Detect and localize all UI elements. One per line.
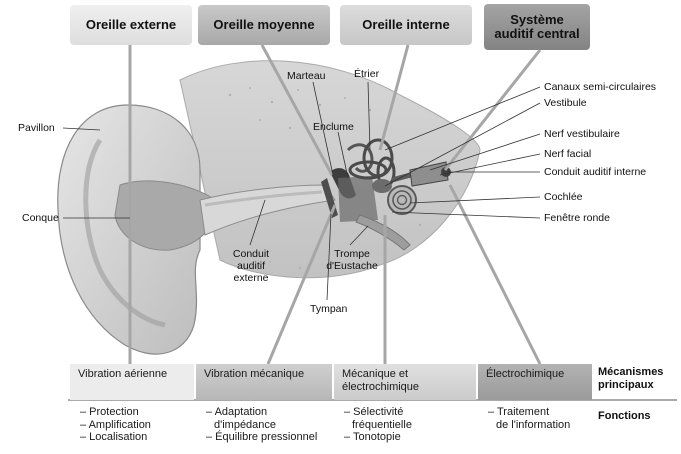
label-cochlee: Cochlée <box>544 191 583 203</box>
vestibule <box>372 179 392 193</box>
row-label-functions: Fonctions <box>598 410 651 423</box>
mechanism-middle-text: Vibration mécanique <box>204 368 332 381</box>
mechanism-central: Électrochimique <box>478 364 592 400</box>
row-label-mechanisms-line2: principaux <box>598 379 663 392</box>
label-fenetre-ronde: Fenêtre ronde <box>544 212 610 224</box>
label-pavillon: Pavillon <box>18 122 55 134</box>
label-conque: Conque <box>22 212 59 224</box>
functions-outer-ear: – Protection – Amplification – Localisat… <box>72 406 194 444</box>
label-trompe-line1: Trompe <box>324 248 380 260</box>
function-item: de l'information <box>488 419 594 432</box>
function-item: – Sélectivité <box>344 406 478 419</box>
label-canaux-semi-circulaires: Canaux semi-circulaires <box>544 81 656 93</box>
label-trompe-eustache: Trompe d'Eustache <box>324 248 380 272</box>
label-enclume: Enclume <box>313 121 354 133</box>
label-nerf-facial: Nerf facial <box>544 148 591 160</box>
label-conduit-externe-line3: externe <box>226 272 276 284</box>
row-label-mechanisms: Mécanismes principaux <box>598 366 663 392</box>
label-tympan: Tympan <box>310 303 347 315</box>
function-item: – Amplification <box>80 419 194 432</box>
function-item: – Adaptation <box>206 406 334 419</box>
label-conduit-auditif-interne: Conduit auditif interne <box>544 166 646 178</box>
label-vestibule: Vestibule <box>544 97 587 109</box>
mechanism-central-text: Électrochimique <box>486 368 592 381</box>
mechanism-inner-ear: Mécanique et électrochimique <box>334 364 476 400</box>
mechanism-inner-line1: Mécanique et <box>342 368 476 381</box>
label-marteau: Marteau <box>287 70 326 82</box>
label-etrier: Étrier <box>354 68 379 80</box>
function-item: – Protection <box>80 406 194 419</box>
function-item: – Localisation <box>80 431 194 444</box>
mechanism-inner-line2: électrochimique <box>342 381 476 394</box>
function-item: d'impédance <box>206 419 334 432</box>
functions-inner-ear: – Sélectivité fréquentielle – Tonotopie <box>336 406 478 444</box>
functions-middle-ear: – Adaptation d'impédance – Équilibre pre… <box>198 406 334 444</box>
function-item: – Équilibre pressionnel <box>206 431 334 444</box>
label-nerf-vestibulaire: Nerf vestibulaire <box>544 128 620 140</box>
cochlea <box>388 186 416 214</box>
label-trompe-line2: d'Eustache <box>324 260 380 272</box>
mechanism-outer-text: Vibration aérienne <box>78 368 194 381</box>
function-item: – Tonotopie <box>344 431 478 444</box>
label-conduit-externe-line1: Conduit <box>226 248 276 260</box>
functions-central: – Traitement de l'information <box>480 406 594 431</box>
label-conduit-externe-line2: auditif <box>226 260 276 272</box>
row-label-mechanisms-line1: Mécanismes <box>598 366 663 379</box>
mechanism-outer-ear: Vibration aérienne <box>70 364 194 400</box>
function-item: fréquentielle <box>344 419 478 432</box>
label-conduit-auditif-externe: Conduit auditif externe <box>226 248 276 284</box>
function-item: – Traitement <box>488 406 594 419</box>
mechanism-middle-ear: Vibration mécanique <box>196 364 332 400</box>
